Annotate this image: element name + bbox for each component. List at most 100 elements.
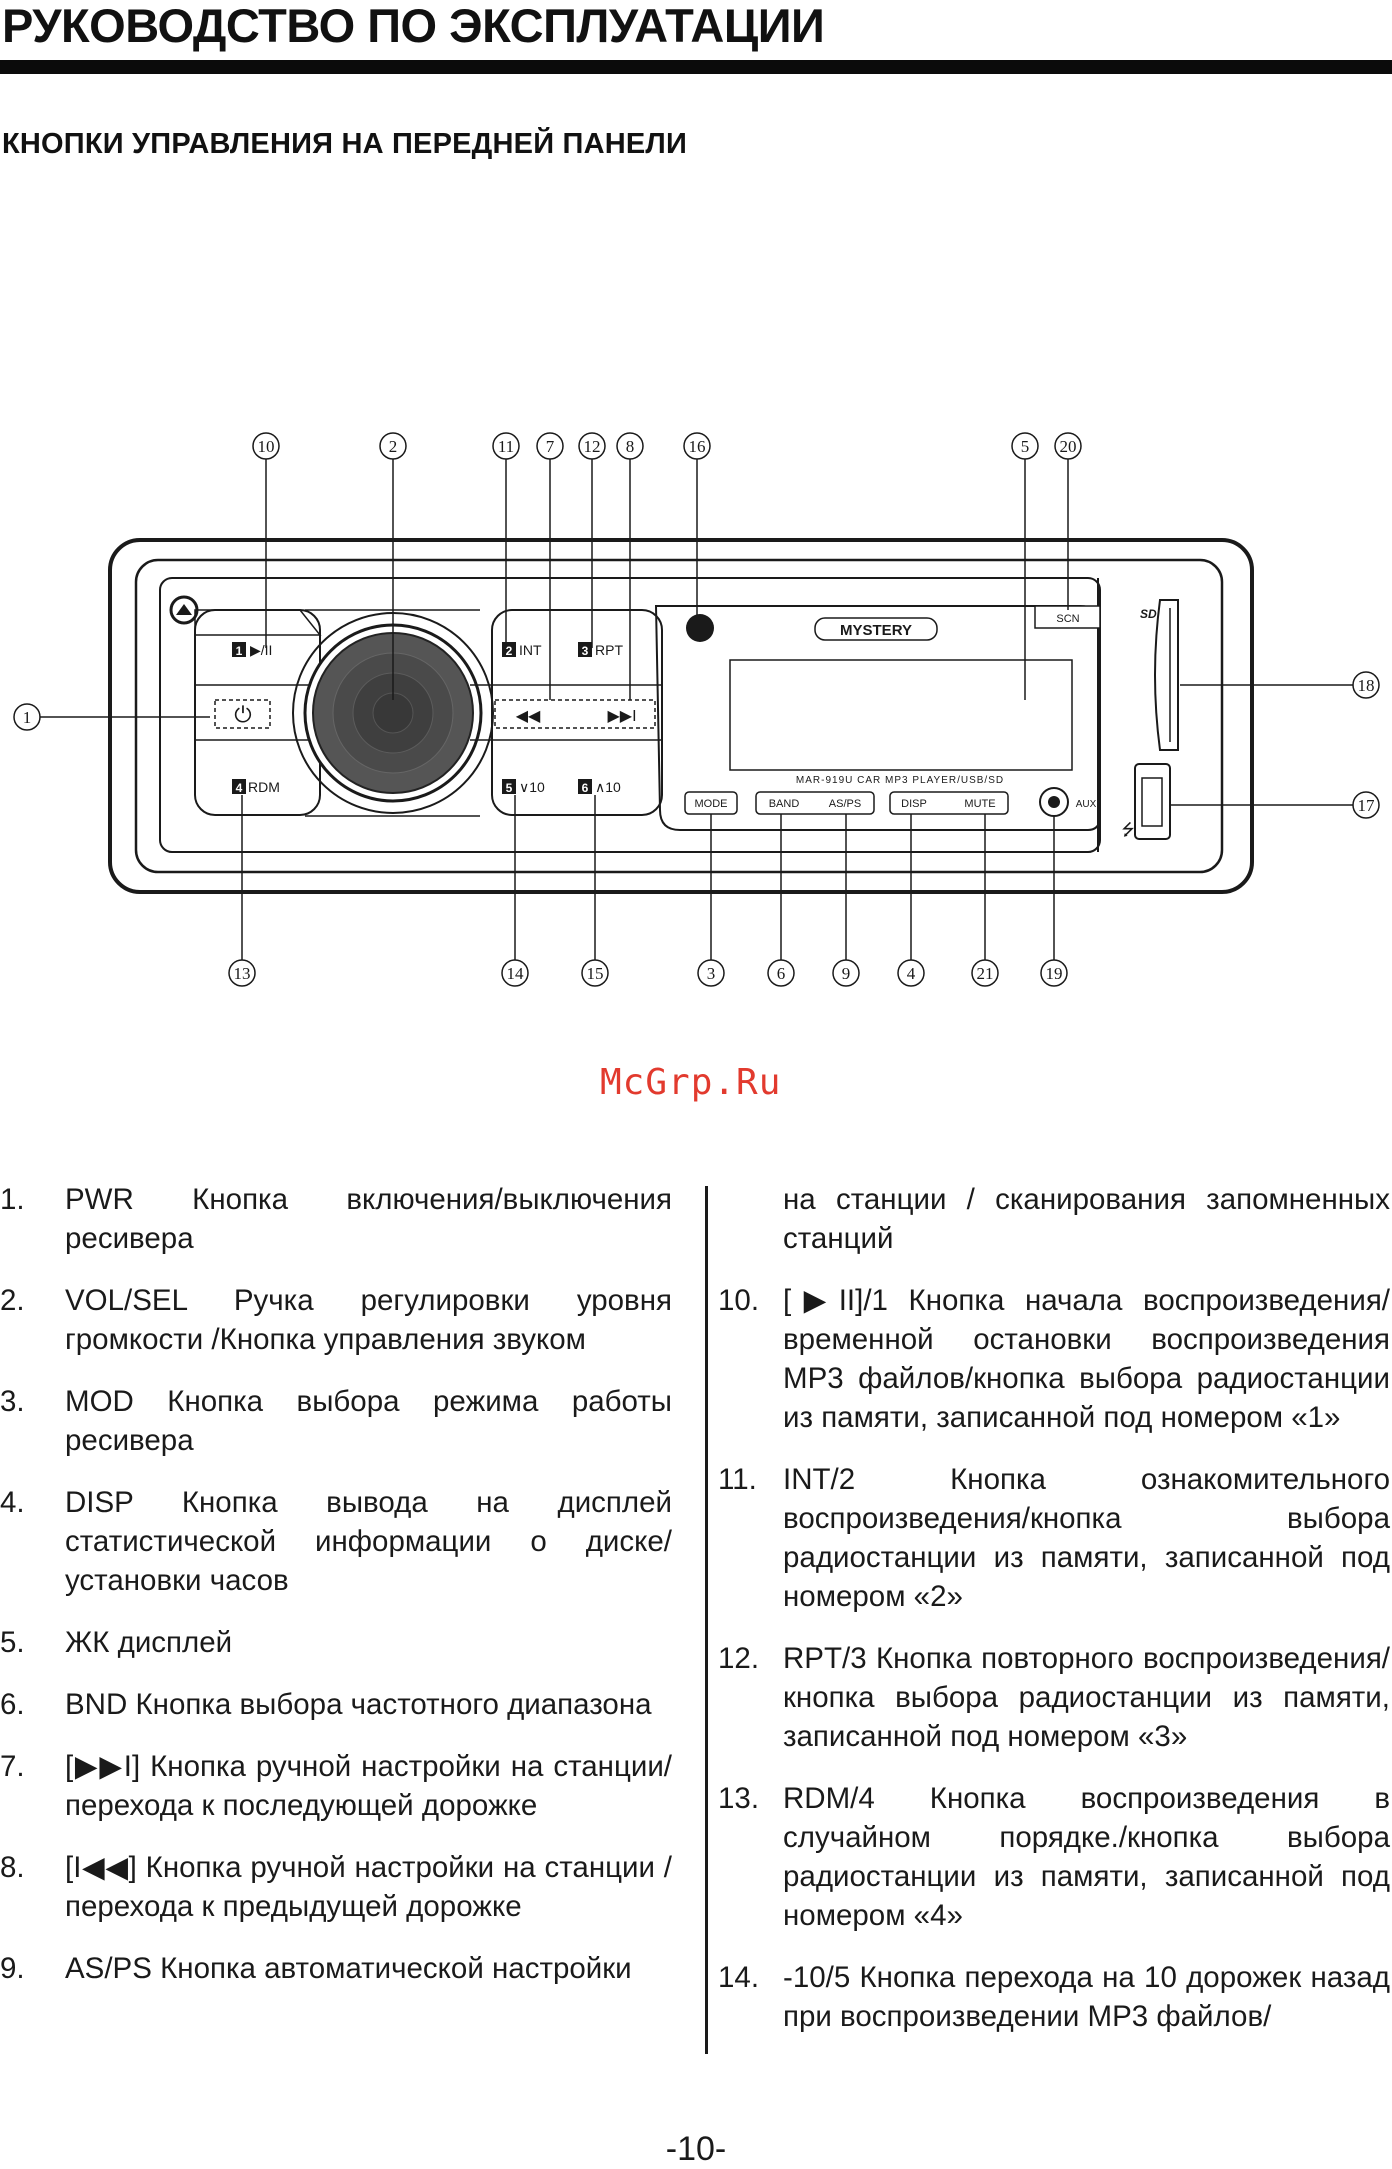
item-number: 5. [0,1626,25,1659]
item-number: 3. [0,1385,25,1418]
btn1-number: 1 [236,644,243,658]
callout-9: 9 [842,964,851,983]
btn5-number: 5 [506,781,513,795]
ir-sensor [686,614,714,642]
btn6-number: 6 [582,781,589,795]
item-text: [▶II]/1 Кнопка начала воспроизведения/вр… [783,1284,1390,1434]
callout-3: 3 [707,964,716,983]
callout-15: 15 [587,964,604,983]
item-number: 1. [0,1183,25,1216]
callout-21: 21 [977,964,994,983]
item-number: 4. [0,1486,25,1519]
legend-continuation: на станции / сканирования запомненных ст… [783,1183,1390,1255]
eject-icon [176,604,192,615]
callout-8: 8 [626,437,635,456]
band-label: BAND [769,798,800,810]
legend-item: 7. [▶▶I] Кнопка ручной настройки на станц… [0,1747,672,1825]
legend-item: 12. RPT/3 Кнопка повторного воспроизведе… [718,1639,1390,1756]
mute-label: MUTE [964,798,995,810]
item-text: RDM/4 Кнопка воспроизведения в случайном… [783,1782,1390,1932]
item-text: RPT/3 Кнопка повторного воспроизведения/… [783,1642,1390,1753]
callout-1: 1 [23,708,32,727]
legend-item: 13. RDM/4 Кнопка воспроизведения в случа… [718,1779,1390,1935]
page-number: -10- [665,2130,727,2168]
page-header-title: РУКОВОДСТВО ПО ЭКСПЛУАТАЦИИ [2,0,825,52]
legend-item: 14. -10/5 Кнопка перехода на 10 дорожек н… [718,1958,1390,2036]
btn2-number: 2 [506,644,513,658]
legend-item: 8. [I◀◀] Кнопка ручной настройки на станц… [0,1848,672,1926]
item-number: 12. [718,1642,760,1675]
legend-item: 2. VOL/SEL Ручка регулировки уровня громк… [0,1281,672,1359]
usb-icon: ⭍ [1121,821,1134,839]
power-icon: ⏻ [234,702,251,727]
item-text: -10/5 Кнопка перехода на 10 дорожек наза… [783,1961,1390,2033]
legend-item: 11. INT/2 Кнопка ознакомительного воспрои… [718,1460,1390,1616]
panel-outer-frame [108,538,1254,894]
item-text: PWR Кнопка включения/выключения ресивера [65,1183,672,1255]
item-number: 8. [0,1851,25,1884]
legend-item: 4. DISP Кнопка вывода на дисплей статисти… [0,1483,672,1600]
scn-label: SCN [1056,613,1079,625]
btn4-label: RDM [248,779,280,795]
btn6-label: ∧10 [595,779,621,795]
disp-label: DISP [901,798,927,810]
legend-item: 5. ЖК дисплей [0,1623,672,1662]
item-number: 2. [0,1284,25,1317]
callout-7: 7 [546,437,555,456]
callout-17: 17 [1358,796,1376,815]
legend-item: 9.AS/PS Кнопка автоматической настройки [0,1949,672,1988]
legend-left-column: 1. PWR Кнопка включения/выключения ресиве… [0,1180,672,2011]
callout-12: 12 [584,437,601,456]
btn3-number: 3 [582,644,589,658]
callout-10: 10 [258,437,275,456]
callout-18: 18 [1358,676,1375,695]
item-number: 14. [718,1961,760,1994]
header-rule [0,60,1392,74]
item-text: INT/2 Кнопка ознакомительного воспроизве… [783,1463,1390,1613]
item-text: [▶▶I] Кнопка ручной настройки на станции… [65,1750,672,1822]
callout-5: 5 [1021,437,1030,456]
seek-button-bar [494,699,656,729]
btn2-label: INT [519,642,542,658]
asps-label: AS/PS [829,798,861,810]
watermark: McGrp.Ru [600,1062,782,1103]
legend-item: 6.BND Кнопка выбора частотного диапазона [0,1685,672,1724]
mode-label: MODE [695,798,728,810]
item-text: ЖК дисплей [65,1626,233,1659]
item-text: DISP Кнопка вывода на дисплей статистиче… [65,1486,672,1597]
btn5-label: ∨10 [519,779,545,795]
legend-item: 10. [▶II]/1 Кнопка начала воспроизведения… [718,1281,1390,1437]
callout-13: 13 [234,964,251,983]
left-button-cluster-top [194,609,322,636]
btn1-label: ▶/II [250,642,272,658]
item-text: MOD Кнопка выбора режима работы ресивера [65,1385,672,1457]
item-number: 13. [718,1782,760,1815]
item-text: BND Кнопка выбора частотного диапазона [65,1688,652,1721]
item-number: 10. [718,1284,760,1317]
band-asps-button [755,791,875,815]
legend-right-column: на станции / сканирования запомненных ст… [718,1180,1390,2059]
callout-4: 4 [907,964,916,983]
column-divider [705,1186,708,2054]
prev-icon: ◀◀ [516,708,541,725]
btn4-number: 4 [236,781,243,795]
item-number: 9. [0,1952,25,1985]
model-label: MAR-919U CAR MP3 PLAYER/USB/SD [796,775,1004,786]
legend-item: 1. PWR Кнопка включения/выключения ресиве… [0,1180,672,1258]
callout-11: 11 [498,437,514,456]
item-number: 11. [718,1463,757,1496]
btn3-label: RPT [595,642,623,658]
lcd-display [729,659,1073,771]
disp-mute-button [889,791,1009,815]
usb-port [1134,763,1171,840]
item-number: 7. [0,1750,25,1783]
preset-button-group [491,609,663,816]
item-text: VOL/SEL Ручка регулировки уровня громкос… [65,1284,672,1356]
section-heading: КНОПКИ УПРАВЛЕНИЯ НА ПЕРЕДНЕЙ ПАНЕЛИ [2,128,687,160]
callout-14: 14 [507,964,525,983]
callout-20: 20 [1060,437,1077,456]
sd-label: SD [1140,607,1157,621]
item-text: [I◀◀] Кнопка ручной настройки на станции… [65,1851,672,1923]
callout-19: 19 [1046,964,1063,983]
front-panel-diagram: ⏻ 1 ▶/II 4 RDM ◀◀ ▶▶I 2 INT 3 RPT 5 ∨10 … [13,432,1380,987]
